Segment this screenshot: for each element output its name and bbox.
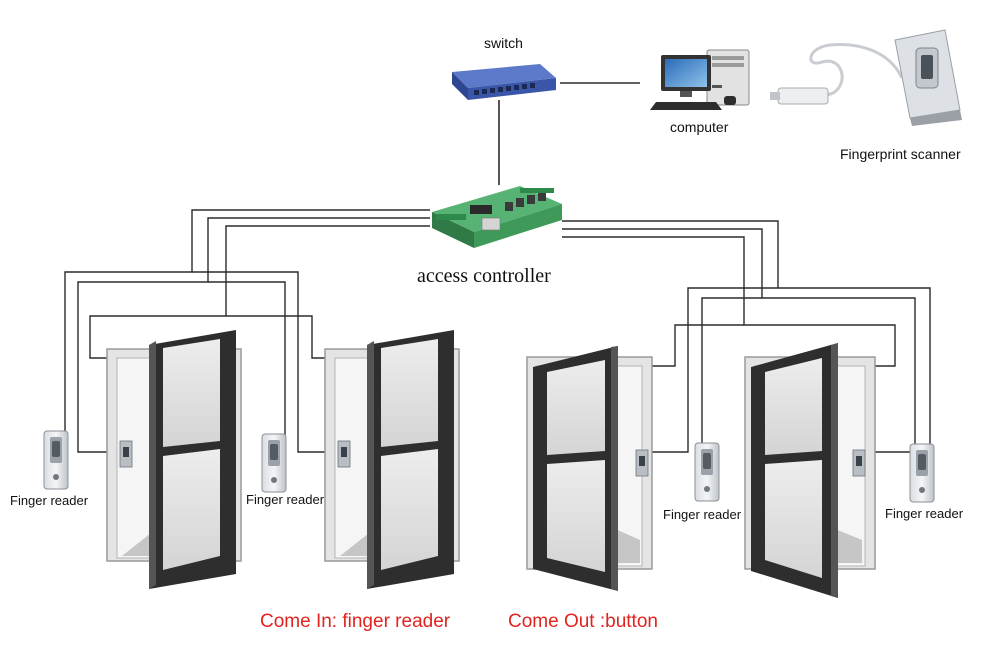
switch-label: switch [484,35,523,51]
come-out-caption: Come Out :button [508,611,658,632]
network-switch-icon [452,64,556,100]
fingerprint-scanner-label: Fingerprint scanner [840,146,961,162]
come-in-caption: Come In: finger reader [260,611,451,632]
usb-fingerprint-scanner-icon [770,29,962,126]
finger-reader-4-icon [909,443,935,503]
door-3 [526,346,653,591]
left-door-wiring [64,209,430,453]
finger-reader-2-label: Finger reader [246,492,325,507]
finger-reader-4-label: Finger reader [885,506,964,521]
finger-reader-2-icon [261,433,287,493]
computer-label: computer [670,119,729,135]
network-wiring [498,82,640,185]
access-controller-label: access controller [417,265,551,287]
finger-reader-3-label: Finger reader [663,507,742,522]
door-4 [744,343,876,598]
finger-reader-1-label: Finger reader [10,493,89,508]
finger-reader-1-icon [43,430,69,490]
access-controller-board-icon [432,186,562,248]
right-door-wiring [562,220,931,453]
door-2 [324,330,460,589]
computer-icon [650,49,750,110]
finger-reader-3-icon [694,442,720,502]
door-1 [106,330,242,589]
